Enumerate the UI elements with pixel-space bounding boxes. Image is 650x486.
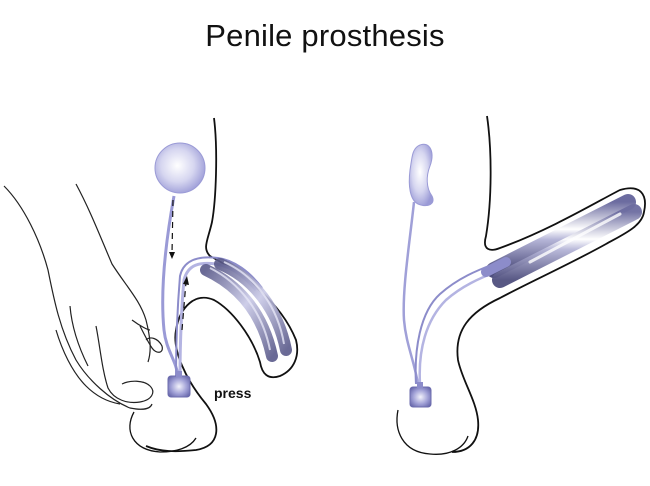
left-panel-deflated — [3, 117, 299, 453]
scrotum-outline-right — [396, 409, 469, 455]
press-label: press — [214, 385, 252, 401]
cylinder-left-a — [200, 264, 278, 362]
reservoir-left — [154, 142, 206, 194]
scrotum-outline-left — [129, 411, 197, 453]
reservoir-right — [408, 143, 434, 207]
hand-illustration — [3, 183, 163, 410]
flow-arrow-up-head — [183, 276, 189, 285]
flow-arrow-down-head — [169, 252, 175, 259]
flow-arrow-down — [171, 199, 174, 255]
body-outline-right — [451, 115, 646, 453]
body-outline-left — [145, 117, 299, 453]
cylinders-right — [481, 194, 642, 288]
tubing-right — [402, 201, 497, 385]
right-panel-inflated — [396, 115, 646, 455]
pump-right — [409, 386, 432, 408]
flow-arrow-up — [181, 281, 187, 331]
diagram-title: Penile prosthesis — [205, 18, 445, 53]
pump-left — [167, 375, 191, 398]
